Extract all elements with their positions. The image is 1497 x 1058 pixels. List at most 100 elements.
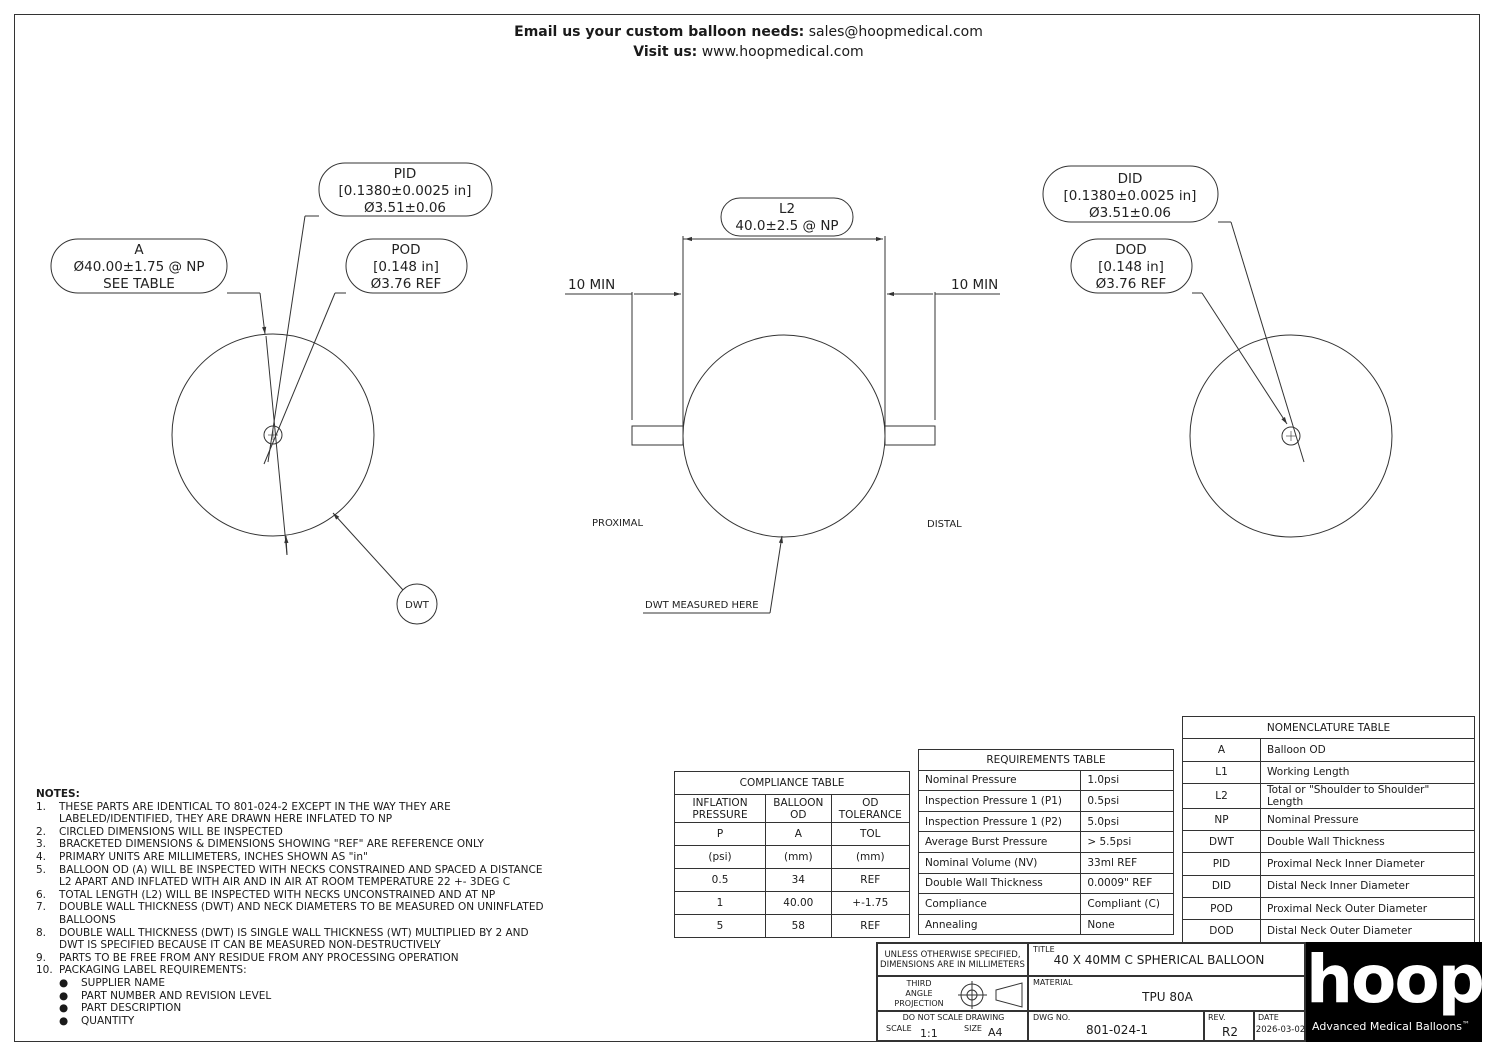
table-row: Inspection Pressure 1 (P1)0.5psi [917, 790, 1174, 812]
table-cell: A [765, 822, 832, 846]
notes-block: NOTES: 1.THESE PARTS ARE IDENTICAL TO 80… [36, 788, 556, 1027]
compliance-title: COMPLIANCE TABLE [674, 771, 910, 795]
email-label: Email us your custom balloon needs: [514, 24, 805, 40]
pod-label: POD [391, 242, 420, 258]
note-item: 6.TOTAL LENGTH (L2) WILL BE INSPECTED WI… [36, 888, 496, 901]
visit-line: Visit us: www.hoopmedical.com [0, 44, 1497, 60]
requirements-title: REQUIREMENTS TABLE [918, 749, 1174, 771]
distal-view-balloon [1189, 334, 1393, 538]
did-mm: Ø3.51±0.06 [1089, 205, 1171, 221]
table-row: 5 58 REF [673, 914, 911, 938]
did-callout [1042, 165, 1219, 223]
nomenclature-title: NOMENCLATURE TABLE [1182, 715, 1475, 740]
drawing-number: 801-024-1 [1085, 1023, 1149, 1037]
dwt-bubble [396, 583, 438, 625]
did-inch: [0.1380±0.0025 in] [1064, 188, 1197, 204]
distal-label: DISTAL [927, 519, 962, 530]
table-cell: P [673, 822, 767, 846]
visit-label: Visit us: [633, 44, 698, 60]
table-row: 1 40.00 +-1.75 [673, 891, 911, 915]
size-value: A4 [988, 1026, 1003, 1039]
hoop-logo: hoop Advanced Medical Balloons™ [1306, 941, 1485, 1042]
l2-label: L2 [779, 201, 795, 217]
material-cell: MATERIAL TPU 80A [1028, 976, 1305, 1011]
pid-mm: Ø3.51±0.06 [364, 200, 446, 216]
note-item: 5.BALLOON OD (A) WILL BE INSPECTED WITH … [36, 863, 543, 889]
note-subitem: ●PART NUMBER AND REVISION LEVEL [59, 989, 272, 1002]
hoop-wordmark: hoop [1306, 941, 1485, 1018]
a-note: SEE TABLE [103, 276, 175, 292]
distal-neck [1281, 426, 1301, 446]
drawing-title: 40 X 40MM C SPHERICAL BALLOON [1053, 953, 1265, 967]
note-subitem: ●SUPPLIER NAME [59, 976, 165, 989]
date-value: 2026-03-02 [1255, 1025, 1306, 1035]
title-cell: TITLE 40 X 40MM C SPHERICAL BALLOON [1028, 943, 1305, 976]
dod-label: DOD [1115, 242, 1146, 258]
table-row: Inspection Pressure 1 (P2)5.0psi [917, 810, 1174, 833]
note-item: 7.DOUBLE WALL THICKNESS (DWT) AND NECK D… [36, 901, 544, 926]
table-row: Average Burst Pressure> 5.5psi [917, 831, 1174, 853]
proximal-label: PROXIMAL [592, 518, 643, 529]
note-subitem: ●QUANTITY [59, 1014, 135, 1027]
compliance-table: COMPLIANCE TABLE INFLATION PRESSURE BALL… [673, 771, 911, 938]
dod-mm: Ø3.76 REF [1096, 276, 1167, 292]
table-header: INFLATION PRESSURE [673, 794, 767, 823]
table-header: BALLOON OD [765, 794, 832, 823]
min-left-label: 10 MIN [568, 277, 615, 293]
date-cell: DATE 2026-03-02 [1254, 1011, 1305, 1041]
pod-callout [345, 238, 468, 294]
a-label: A [134, 242, 144, 258]
scale-cell: DO NOT SCALE DRAWING SCALE 1:1 SIZE A4 [877, 1011, 1028, 1041]
website-link[interactable]: www.hoopmedical.com [701, 44, 864, 60]
table-cell: (mm) [765, 845, 832, 869]
third-angle-projection-icon [958, 981, 1023, 1009]
notes-title: NOTES: [36, 788, 80, 800]
side-view-balloon [682, 334, 886, 538]
table-header: OD TOLERANCE [830, 794, 911, 823]
dod-inch: [0.148 in] [1098, 259, 1164, 275]
email-line: Email us your custom balloon needs: sale… [0, 24, 1497, 40]
pid-callout [318, 162, 493, 217]
note-item: 2.CIRCLED DIMENSIONS WILL BE INSPECTED [36, 825, 283, 838]
note-item: 10.PACKAGING LABEL REQUIREMENTS: [36, 964, 247, 977]
note-item: 4.PRIMARY UNITS ARE MILLIMETERS, INCHES … [36, 850, 368, 863]
drawing-frame [14, 14, 1480, 1042]
pod-inch: [0.148 in] [373, 259, 439, 275]
rev-cell: REV. R2 [1204, 1011, 1254, 1041]
proximal-view-balloon [171, 333, 375, 537]
min-right-label: 10 MIN [951, 277, 998, 293]
pod-mm: Ø3.76 REF [371, 276, 442, 292]
did-label: DID [1118, 171, 1143, 187]
material-value: TPU 80A [1142, 990, 1193, 1004]
distal-neck-side [884, 425, 936, 446]
table-row: 0.5 34 REF [673, 868, 911, 892]
pid-inch: [0.1380±0.0025 in] [339, 183, 472, 199]
note-item: 3.BRACKETED DIMENSIONS & DIMENSIONS SHOW… [36, 838, 484, 851]
hoop-tagline: Advanced Medical Balloons [1312, 1020, 1463, 1033]
title-block: UNLESS OTHERWISE SPECIFIED, DIMENSIONS A… [876, 942, 1306, 1042]
a-value: Ø40.00±1.75 @ NP [74, 259, 205, 275]
dwg-cell: DWG NO. 801-024-1 [1028, 1011, 1204, 1041]
table-cell: (mm) [830, 845, 911, 869]
l2-callout [720, 197, 854, 237]
email-address[interactable]: sales@hoopmedical.com [808, 24, 983, 40]
dwt-label: DWT [405, 600, 430, 611]
note-item: 9.PARTS TO BE FREE FROM ANY RESIDUE FROM… [36, 951, 459, 964]
unless-specified-note: UNLESS OTHERWISE SPECIFIED, DIMENSIONS A… [877, 943, 1028, 976]
note-item: 8.DOUBLE WALL THICKNESS (DWT) IS SINGLE … [36, 926, 529, 952]
dwt-measured-label: DWT MEASURED HERE [645, 600, 759, 611]
